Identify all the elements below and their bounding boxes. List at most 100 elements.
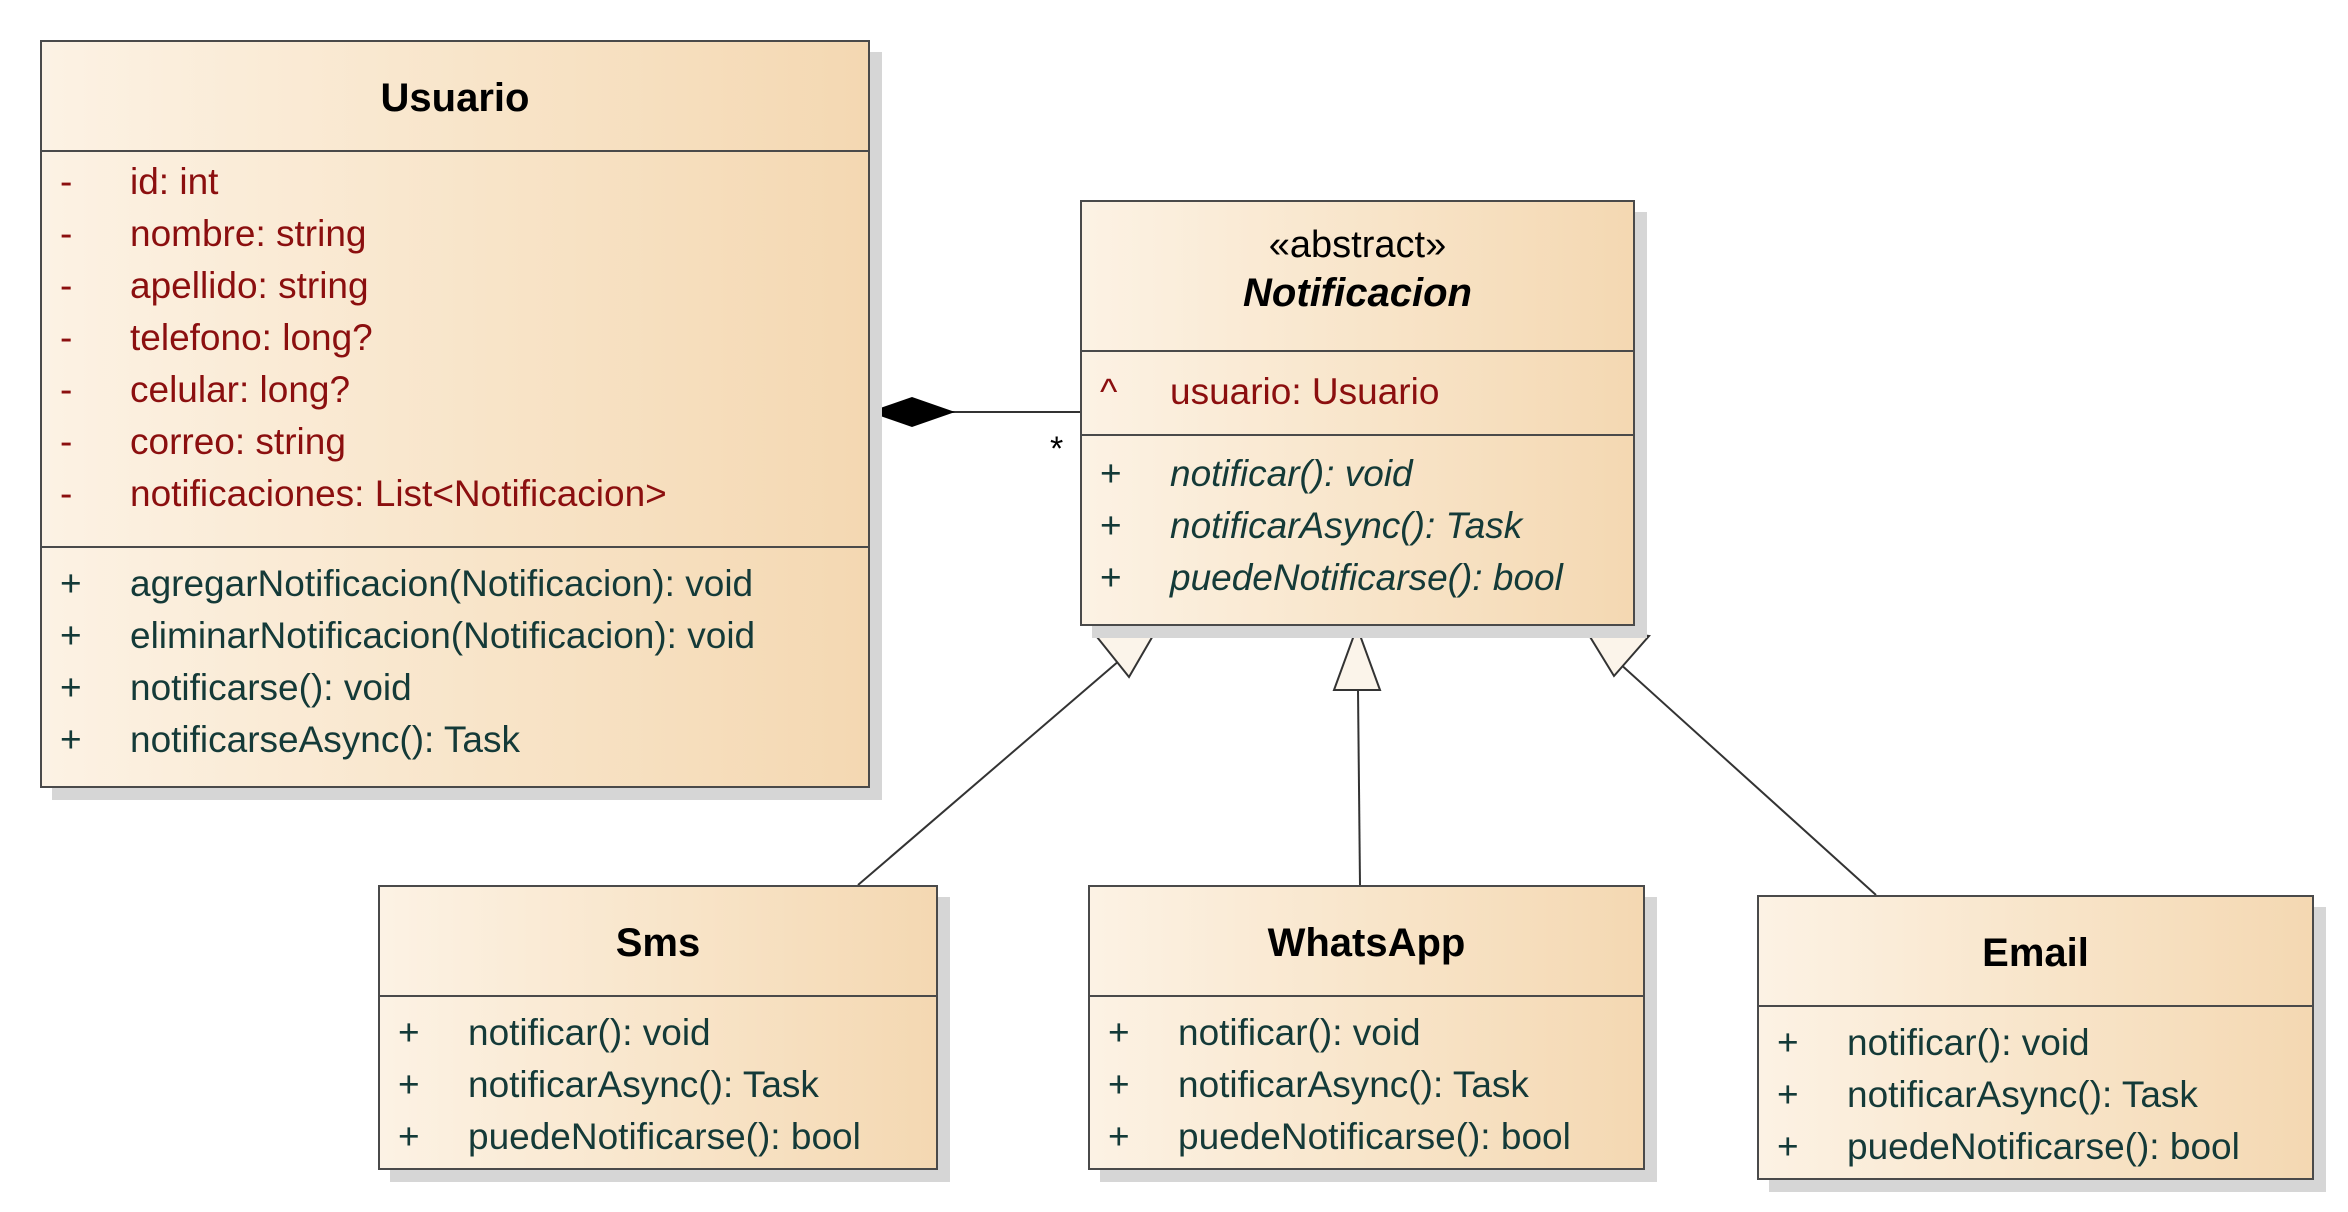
- operation-text: notificar(): void: [468, 1012, 711, 1053]
- visibility-marker: +: [398, 1012, 420, 1053]
- operations-compartment: + notificar(): void + notificarAsync(): Ta…: [380, 997, 936, 1163]
- operation-text: puedeNotificarse(): bool: [1178, 1116, 1571, 1157]
- operation-row: + puedeNotificarse(): bool: [1090, 1111, 1643, 1163]
- class-whatsapp[interactable]: WhatsApp + notificar(): void + notificarAs…: [1088, 885, 1645, 1170]
- visibility-marker: -: [60, 421, 73, 462]
- operation-text: notificarAsync(): Task: [1170, 505, 1523, 546]
- class-sms-header: Sms: [380, 887, 936, 997]
- attribute-row: -notificaciones: List<Notificacion>: [42, 468, 868, 520]
- visibility-marker: -: [60, 317, 73, 358]
- operation-text: notificarseAsync(): Task: [130, 719, 520, 760]
- operations-compartment: + notificar(): void + notificarAsync(): Ta…: [1090, 997, 1643, 1163]
- visibility-marker: +: [1100, 453, 1122, 494]
- operation-text: eliminarNotificacion(Notificacion): void: [130, 615, 756, 656]
- attributes-compartment: - id: int - nombre: string -apellido: stri…: [42, 152, 868, 548]
- visibility-marker: +: [1100, 505, 1122, 546]
- class-name: Usuario: [380, 76, 530, 120]
- generalization-line-sms: [857, 659, 1121, 886]
- composition-multiplicity: *: [1050, 430, 1064, 468]
- operation-row: + notificarAsync(): Task: [380, 1059, 936, 1111]
- operation-row: + notificarAsync(): Task: [1090, 1059, 1643, 1111]
- visibility-marker: -: [60, 161, 73, 202]
- class-name: Notificacion: [1243, 271, 1472, 315]
- visibility-marker: -: [60, 213, 73, 254]
- attribute-text: nombre: string: [130, 213, 367, 254]
- operation-row: + notificar(): void: [380, 1007, 936, 1059]
- operations-compartment: + agregarNotificacion(Notificacion): void…: [42, 548, 868, 766]
- generalization-arrow-email: [1582, 625, 1651, 678]
- operation-row: + puedeNotificarse(): bool: [1082, 552, 1633, 604]
- generalization-arrow-sms: [1095, 625, 1160, 679]
- stereotype-label: «abstract»: [1268, 224, 1447, 266]
- visibility-marker: +: [398, 1116, 420, 1157]
- operation-row: + notificar(): void: [1759, 1017, 2312, 1069]
- composition-diamond: [868, 396, 956, 428]
- generalization-line-whatsapp: [1357, 689, 1361, 886]
- attribute-row: - telefono: long?: [42, 312, 868, 364]
- class-name: WhatsApp: [1267, 921, 1466, 965]
- visibility-marker: +: [1777, 1126, 1799, 1167]
- visibility-marker: +: [1108, 1012, 1130, 1053]
- operation-text: notificarAsync(): Task: [1847, 1074, 2198, 1115]
- attribute-row: -apellido: string: [42, 260, 868, 312]
- operation-text: notificarse(): void: [130, 667, 412, 708]
- visibility-marker: +: [1777, 1074, 1799, 1115]
- attribute-text: usuario: Usuario: [1170, 371, 1440, 412]
- operation-text: puedeNotificarse(): bool: [1847, 1126, 2240, 1167]
- operation-row: + notificar(): void: [1090, 1007, 1643, 1059]
- attribute-text: telefono: long?: [130, 317, 373, 358]
- class-notificacion-header: «abstract» Notificacion: [1082, 202, 1633, 352]
- operation-row: + eliminarNotificacion(Notificacion): voi…: [42, 610, 868, 662]
- attribute-text: celular: long?: [130, 369, 351, 410]
- operation-text: puedeNotificarse(): bool: [468, 1116, 861, 1157]
- class-whatsapp-header: WhatsApp: [1090, 887, 1643, 997]
- operation-row: + notificarse(): void: [42, 662, 868, 714]
- visibility-marker: +: [1108, 1116, 1130, 1157]
- class-notificacion[interactable]: «abstract» Notificacion ^ usuario: Usuari…: [1080, 200, 1635, 626]
- attribute-row: - correo: string: [42, 416, 868, 468]
- visibility-marker: +: [398, 1064, 420, 1105]
- attribute-text: id: int: [130, 161, 219, 202]
- visibility-marker: +: [60, 667, 82, 708]
- attribute-text: correo: string: [130, 421, 346, 462]
- class-sms[interactable]: Sms + notificar(): void + notificarAsync()…: [378, 885, 938, 1170]
- class-name: Email: [1982, 931, 2089, 975]
- attribute-row: - celular: long?: [42, 364, 868, 416]
- operation-text: notificar(): void: [1847, 1022, 2090, 1063]
- operation-text: notificar(): void: [1170, 453, 1413, 494]
- attribute-row: ^ usuario: Usuario: [1082, 366, 1633, 418]
- class-email-header: Email: [1759, 897, 2312, 1007]
- operations-compartment: + notificar(): void + notificarAsync(): Ta…: [1759, 1007, 2312, 1173]
- visibility-marker: +: [1777, 1022, 1799, 1063]
- visibility-marker: +: [60, 615, 82, 656]
- attribute-text: notificaciones: List<Notificacion>: [130, 473, 667, 514]
- operation-row: + notificarAsync(): Task: [1082, 500, 1633, 552]
- attributes-compartment: ^ usuario: Usuario: [1082, 352, 1633, 436]
- operation-text: agregarNotificacion(Notificacion): void: [130, 563, 754, 604]
- class-email[interactable]: Email + notificar(): void + notificarAsync…: [1757, 895, 2314, 1180]
- operation-text: notificarAsync(): Task: [468, 1064, 819, 1105]
- visibility-marker: +: [1108, 1064, 1130, 1105]
- operation-row: + notificarseAsync(): Task: [42, 714, 868, 766]
- class-usuario[interactable]: Usuario - id: int - nombre: string -apelli…: [40, 40, 870, 788]
- operation-text: notificar(): void: [1178, 1012, 1421, 1053]
- generalization-line-email: [1617, 661, 1877, 896]
- visibility-marker: +: [60, 563, 82, 604]
- generalization-arrow-whatsapp: [1332, 624, 1382, 691]
- class-usuario-header: Usuario: [42, 42, 868, 152]
- attribute-row: - nombre: string: [42, 208, 868, 260]
- operation-row: + puedeNotificarse(): bool: [380, 1111, 936, 1163]
- visibility-marker: -: [60, 265, 73, 306]
- operations-compartment: + notificar(): void + notificarAsync(): Ta…: [1082, 436, 1633, 604]
- visibility-marker: -: [60, 369, 73, 410]
- operation-row: + notificarAsync(): Task: [1759, 1069, 2312, 1121]
- visibility-marker: ^: [1100, 371, 1118, 412]
- operation-row: + agregarNotificacion(Notificacion): void: [42, 558, 868, 610]
- operation-text: notificarAsync(): Task: [1178, 1064, 1529, 1105]
- visibility-marker: +: [60, 719, 82, 760]
- operation-row: + puedeNotificarse(): bool: [1759, 1121, 2312, 1173]
- operation-text: puedeNotificarse(): bool: [1170, 557, 1563, 598]
- visibility-marker: +: [1100, 557, 1122, 598]
